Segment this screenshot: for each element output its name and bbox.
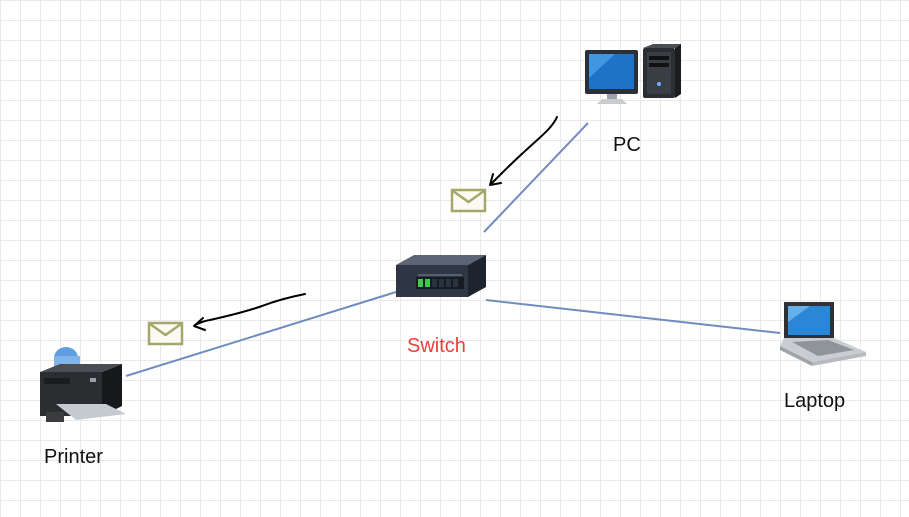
envelope-icon [450, 188, 487, 213]
laptop-icon[interactable] [780, 302, 866, 366]
printer-label: Printer [44, 446, 103, 468]
switch-label: Switch [407, 335, 466, 357]
link-switch-laptop [485, 299, 781, 334]
envelope-icon [147, 321, 184, 346]
arrow-switch-to-printer [193, 293, 306, 331]
link-switch-printer [125, 291, 397, 377]
printer-icon[interactable] [40, 347, 126, 422]
desktop-computer-icon[interactable] [585, 44, 681, 104]
arrow-pc-to-switch [489, 116, 558, 186]
link-pc-switch [483, 122, 589, 233]
network-switch-icon[interactable] [396, 255, 486, 297]
pc-label: PC [613, 134, 641, 156]
laptop-label: Laptop [784, 390, 846, 412]
